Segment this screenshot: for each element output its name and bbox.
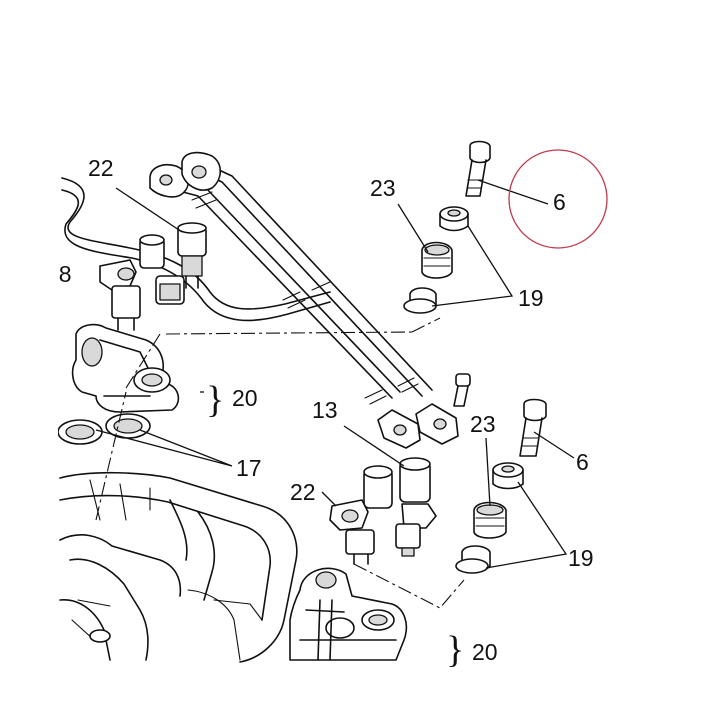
callout-19-bottom: 19 bbox=[568, 545, 594, 571]
brace-20-top: } bbox=[206, 379, 224, 421]
callout-23-bottom: 23 bbox=[470, 411, 496, 437]
highlight-circle bbox=[508, 149, 608, 249]
callout-20-bottom: 20 bbox=[472, 639, 498, 665]
bracket-20-bottom bbox=[289, 567, 408, 661]
spacer-19-top bbox=[403, 287, 437, 314]
axis-line-bottom bbox=[353, 563, 465, 609]
callout-19-top: 19 bbox=[518, 285, 544, 311]
callout-20-top: 20 bbox=[232, 385, 258, 411]
axis-line-top bbox=[125, 317, 441, 389]
bracket-20-top bbox=[71, 323, 180, 413]
spacer-19-bottom bbox=[455, 545, 491, 574]
callout-22-top: 22 bbox=[88, 155, 114, 181]
grommet-23-bottom bbox=[473, 501, 507, 539]
injector-18 bbox=[99, 259, 141, 331]
injector-top-left bbox=[177, 222, 207, 289]
callout-6-top: 6 bbox=[553, 189, 566, 215]
brace-20-bottom: } bbox=[446, 629, 464, 671]
callout-6-bottom: 6 bbox=[576, 449, 589, 475]
callout-23-top: 23 bbox=[370, 175, 396, 201]
callout-17: 17 bbox=[236, 455, 262, 481]
injector-13 bbox=[395, 457, 437, 557]
left-crop-mask bbox=[0, 0, 58, 720]
seals-17 bbox=[57, 413, 151, 445]
injector-22-bottom bbox=[329, 465, 393, 565]
callout-13: 13 bbox=[312, 397, 338, 423]
fuel-rail bbox=[149, 151, 459, 449]
axis-line-top-2 bbox=[95, 391, 127, 521]
screw-6-top bbox=[465, 140, 491, 197]
engine-housing bbox=[59, 471, 298, 663]
washer-19-top bbox=[439, 206, 469, 232]
fuel-hose bbox=[61, 177, 331, 322]
screw-6-bottom bbox=[519, 398, 547, 457]
leader-lines bbox=[95, 179, 575, 569]
washer-19-bottom bbox=[492, 462, 524, 490]
callout-22-bottom: 22 bbox=[290, 479, 316, 505]
rail-screw bbox=[453, 373, 471, 407]
grommet-23-top bbox=[421, 241, 453, 279]
injector-top-mid bbox=[139, 234, 185, 305]
